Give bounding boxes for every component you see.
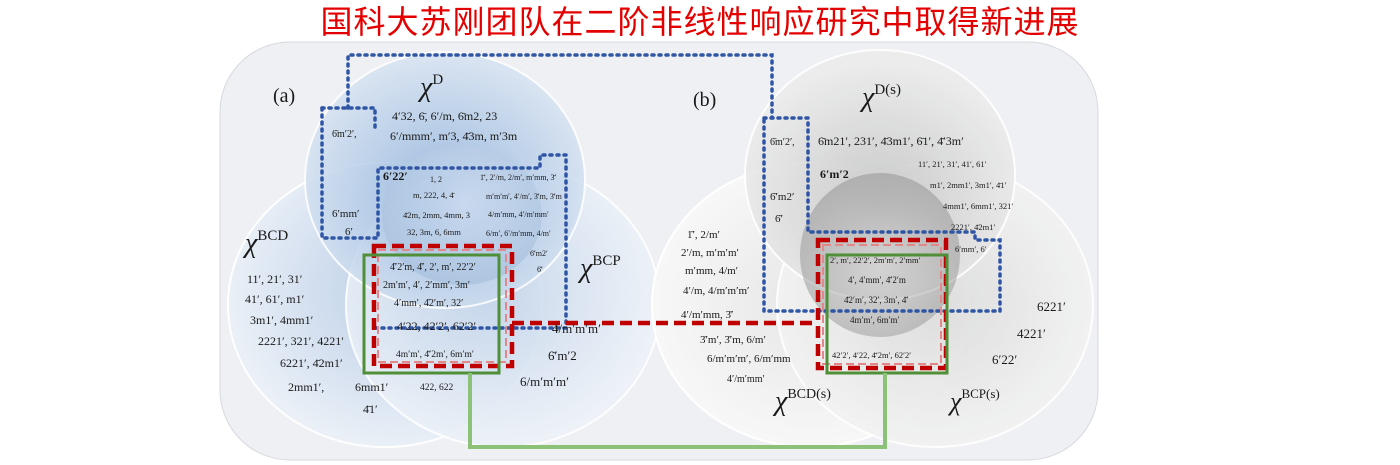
panel-a-group-text: 32, 3m, 6, 6mm	[407, 227, 461, 237]
panel-b-group-text: 4mm1′, 6mm1′, 321′	[943, 201, 1013, 211]
panel-b-group-text: 4221′	[1017, 326, 1046, 341]
panel-a-group-text: 4′22, 42′2′, 62′2′	[397, 319, 477, 333]
panel-a-group-text: 6′22′	[383, 169, 408, 183]
panel-b-labels: (b) χD(s) χBCD(s) χBCP(s) 6̄m′2′, 6̄m21′…	[681, 82, 1066, 417]
panel-a-label: (a)	[273, 85, 295, 107]
panel-a-group-text: 4/m′m′m′	[552, 321, 601, 336]
panel-b-pink-dashed-box	[822, 244, 942, 365]
panel-a-group-text: 2221′, 321′, 4221′	[258, 334, 344, 348]
panel-b-group-text: 6′mm′, 6′	[955, 244, 987, 254]
panel-a-group-text: 41′, 61′, m1′	[245, 292, 305, 306]
panel-b-group-text: 6̄′	[775, 213, 783, 225]
panel-b-blue-dotted-box	[762, 116, 1002, 313]
panel-a-group-text: 2mm1′,	[288, 380, 324, 394]
panel-b-chi-d: χD(s)	[859, 82, 901, 113]
panel-a-group-text: 6̄′m2′	[530, 249, 548, 258]
panel-b-group-text: 11′, 21′, 31′, 41′, 61′	[918, 159, 987, 169]
panel-a-red-dashed-box	[371, 243, 515, 369]
panel-a-green-box	[362, 253, 501, 375]
panel-b-group-text: 4′/m′mm, 3̄′	[681, 309, 733, 321]
panel-a-group-text: 4′32, 6̄, 6′/m, 6̄m2, 23	[392, 109, 497, 123]
panel-a-group-text: 6′mm′	[332, 208, 359, 220]
panel-b-label: (b)	[693, 89, 716, 111]
panel-b-group-text: 4̄2′m′, 32′, 3m′, 4̄′	[844, 295, 908, 305]
panel-b-group-text: 6′m′2	[820, 167, 849, 181]
panel-a-group-text: 6mm1′	[355, 380, 389, 394]
panel-b-group-text: m1′, 2mm1′, 3m1′, 4̄1′	[930, 180, 1007, 190]
panel-a-group-text: 4̄′2′m, 4̄′, 2′, m′, 22′2′	[390, 262, 476, 273]
panel-b-group-text: 42′2′, 4′22, 4̄′2m′, 62′2′	[832, 350, 911, 360]
panel-a-group-text: 422, 622	[420, 383, 454, 393]
panel-a-group-text: 4̄2m, 2mm, 4mm, 3	[403, 210, 470, 220]
panel-b-group-text: 2′/m, m′m′m′	[681, 247, 739, 259]
panel-b-group-text: 6′22′	[992, 352, 1017, 367]
headline: 国科大苏刚团队在二阶非线性响应研究中取得新进展	[320, 3, 1080, 41]
panel-a-group-text: 6̄m′2′,	[332, 129, 357, 140]
panel-a-group-text: 6221′, 4̄2m1′	[280, 356, 343, 370]
panel-b-group-text: 6̄′m2′	[770, 191, 794, 203]
panel-b-group-text: 6/m′m′m′, 6/m′mm	[707, 353, 791, 365]
panel-a-group-text: m′m′m′, 4′/m′, 3̄′m, 3̄′m	[486, 192, 563, 201]
panel-a-group-text: 6′	[345, 226, 353, 238]
panel-b-group-text: 3̄′m′, 3̄′m, 6/m′	[700, 334, 766, 346]
panel-a-chi-bcp: χBCP	[577, 253, 621, 284]
panel-a-group-text: 11′, 21′, 31′	[247, 272, 303, 286]
panel-a-group-text: 6̄′	[537, 265, 543, 274]
panel-b-group-text: 2221′, 4̄2m1′	[951, 222, 995, 232]
panel-b-circles	[651, 49, 1094, 448]
panel-b-group-text: m′mm, 4/m′	[685, 265, 738, 277]
panel-b-group-text: 4′, 4′mm′, 4̄′2′m	[848, 275, 906, 285]
panel-b-group-text: 4′/m′mm′	[727, 374, 765, 385]
panel-a-group-text: 4m′m′, 4̄′2m′, 6m′m′	[396, 350, 474, 360]
panel-a-group-text: 3m1′, 4mm1′	[250, 313, 314, 327]
panel-a-blue-dotted-left	[320, 106, 377, 132]
panel-b-group-text: 6̄m′2′,	[770, 137, 795, 148]
panel-b-group-text: 2′, m′, 22′2′, 2m′m′, 2′mm′	[830, 255, 921, 265]
panel-a-group-text: 2m′m′, 4′, 2′mm′, 3m′	[383, 280, 470, 291]
panel-b-chi-bcd: χBCD(s)	[772, 386, 831, 417]
blue-dotted-connector	[346, 53, 774, 120]
panel-a-group-text: 6′/mmm′, m′3, 4̄3m, m′3m	[390, 129, 518, 143]
panel-a-group-text: 1, 2	[430, 175, 442, 184]
panel-a-chi-d: χD	[417, 72, 443, 103]
panel-a-pink-dashed-box	[377, 249, 507, 363]
panel-b-group-text: 1̄′, 2/m′	[687, 229, 720, 241]
panel-a-group-text: m, 222, 4, 4̄	[413, 190, 456, 200]
panel-a-group-text: 6̄′m′2	[548, 348, 577, 363]
panel-a-labels: (a) χD χBCD χBCP 4′32, 6̄, 6′/m, 6̄m2, 2…	[242, 72, 621, 416]
panel-b-group-text: 4m′m′, 6m′m′	[850, 315, 899, 325]
panel-a-chi-bcd: χBCD	[242, 228, 288, 259]
panel-a-group-text: 6/m′, 6′/m′mm, 4/m′	[486, 229, 551, 238]
panel-a-group-text: 4′mm′, 4̄2′m′, 32′	[394, 298, 463, 309]
green-connector	[468, 373, 887, 449]
panel-a-group-text: 1̄′, 2′/m, 2/m′, m′mm, 3̄′	[480, 173, 557, 182]
panel-b-group-text: 6̄m21′, 231′, 4̄3m1′, 6̄1′, 4̄′3m′	[818, 134, 964, 148]
panel-b-group-text: 6221′	[1037, 299, 1066, 314]
panel-a-group-text: 4̄1′	[363, 402, 378, 416]
panel-b-group-text: 4′/m, 4/m′m′m′	[683, 285, 749, 297]
panel-b-chi-bcp: χBCP(s)	[947, 386, 1000, 416]
panel-a-group-text: 6/m′m′m′	[520, 374, 569, 389]
panel-a-group-text: 4/m′mm, 4′/m′mm′	[488, 210, 549, 219]
